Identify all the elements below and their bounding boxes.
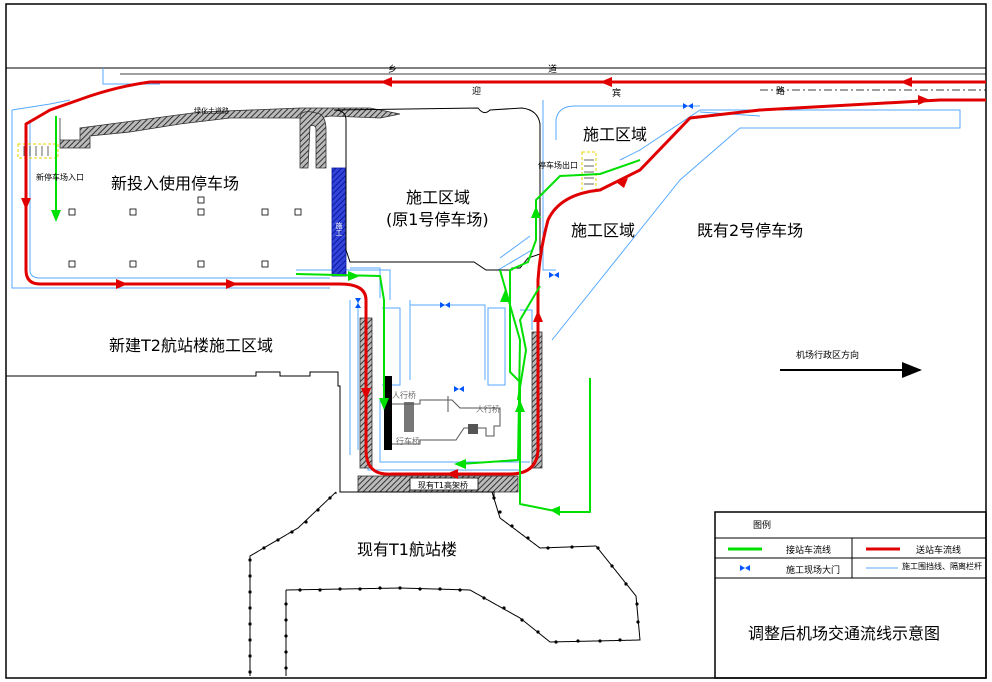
legend-fence-label: 施工围挡线、隔离栏杆 <box>902 562 982 571</box>
pickup-flow <box>55 116 641 513</box>
road-char-1: 乡 <box>388 65 398 75</box>
vehicle-bridge-label: 行车桥 <box>396 437 420 446</box>
road-char-4: 宾 <box>612 89 622 99</box>
legend-frame <box>714 511 987 679</box>
t1-terminal-outline <box>249 491 641 676</box>
road-char-2: 道 <box>548 65 558 75</box>
t1-terminal-label: 现有T1航站楼 <box>357 540 457 559</box>
parking-stalls <box>68 196 302 268</box>
legend-gate-label: 施工现场大门 <box>786 566 841 576</box>
construction-main-label: 施工区域 <box>406 188 471 207</box>
legend-heading: 图例 <box>753 521 772 531</box>
entrance-gate <box>17 143 59 159</box>
blue-bar-label: 施工 <box>335 222 343 236</box>
parking-new-label: 新投入使用停车场 <box>111 174 240 193</box>
t1-bridge-label: 现有T1高架桥 <box>418 481 468 490</box>
construction-area-outline <box>333 107 541 271</box>
admin-direction-label: 机场行政区方向 <box>796 351 860 361</box>
hatched-walls <box>59 107 543 493</box>
legend-dropoff-label: 送站车流线 <box>916 546 962 556</box>
legend-title: 调整后机场交通流线示意图 <box>748 624 941 643</box>
dropoff-arrows <box>21 77 930 479</box>
dropoff-flow <box>24 80 986 476</box>
legend-pickup-label: 接站车流线 <box>786 546 832 556</box>
entrance-label: 新停车场入口 <box>36 173 84 182</box>
exit-label: 停车场出口 <box>538 161 578 170</box>
road-char-5: 路 <box>776 87 786 97</box>
bridges <box>384 376 501 450</box>
construction-main-sublabel: (原1号停车场) <box>386 210 489 229</box>
foot-bridge-label-2: 人行桥 <box>476 405 500 414</box>
frame-border <box>5 3 987 679</box>
exit-gate <box>581 151 597 193</box>
construction-ne-label: 施工区域 <box>583 125 648 144</box>
t2-boundary <box>6 371 495 498</box>
t1-terminal-dots <box>248 496 640 674</box>
parking-2-label: 既有2号停车场 <box>697 221 804 240</box>
road-char-3: 迎 <box>472 87 482 97</box>
foot-bridge-label-1: 人行桥 <box>392 391 416 400</box>
pickup-arrows <box>51 206 560 516</box>
green-strip-label: 绿化土道路 <box>194 107 229 115</box>
construction-mid-label: 施工区域 <box>571 221 636 240</box>
site-gate-markers <box>355 103 693 392</box>
t2-area-label: 新建T2航站楼施工区域 <box>109 336 273 355</box>
legend-gate-icon <box>740 565 750 571</box>
